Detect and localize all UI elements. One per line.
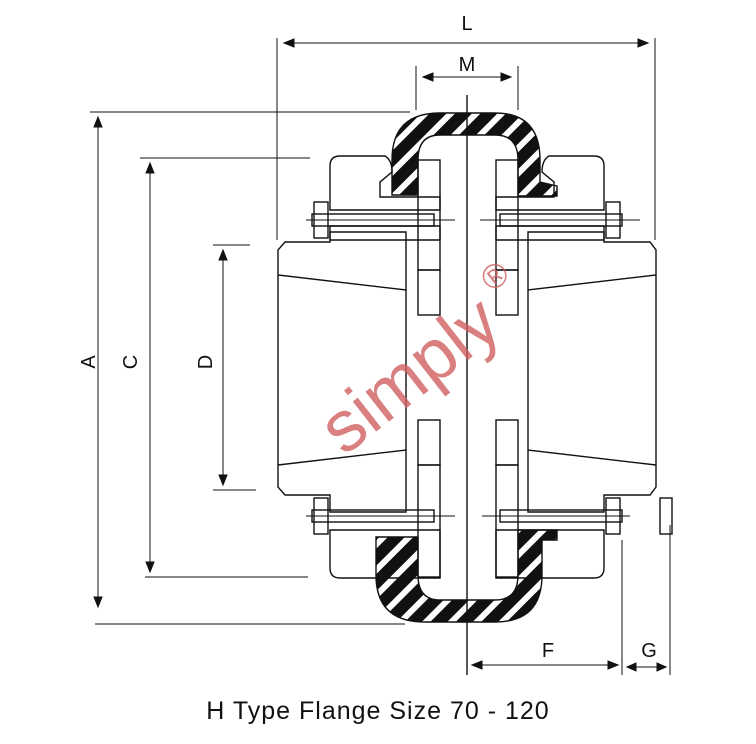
rubber-element xyxy=(375,112,558,623)
dim-C: C xyxy=(120,355,142,369)
right-hub xyxy=(527,231,657,513)
dimension-labels: L M A C D F G xyxy=(78,13,657,662)
watermark: simply ® xyxy=(305,254,517,470)
registered-mark: ® xyxy=(474,254,517,299)
dim-A: A xyxy=(78,355,100,369)
right-flange xyxy=(495,155,605,579)
dim-M: M xyxy=(459,54,476,76)
left-hub xyxy=(277,231,407,513)
dim-G: G xyxy=(641,640,657,662)
dim-L: L xyxy=(461,13,472,35)
bolts xyxy=(306,201,673,535)
dim-D: D xyxy=(195,355,217,369)
caption: H Type Flange Size 70 - 120 xyxy=(206,697,550,725)
dimension-lines xyxy=(90,38,671,675)
dim-F: F xyxy=(542,640,554,662)
watermark-text: simply xyxy=(305,281,515,470)
